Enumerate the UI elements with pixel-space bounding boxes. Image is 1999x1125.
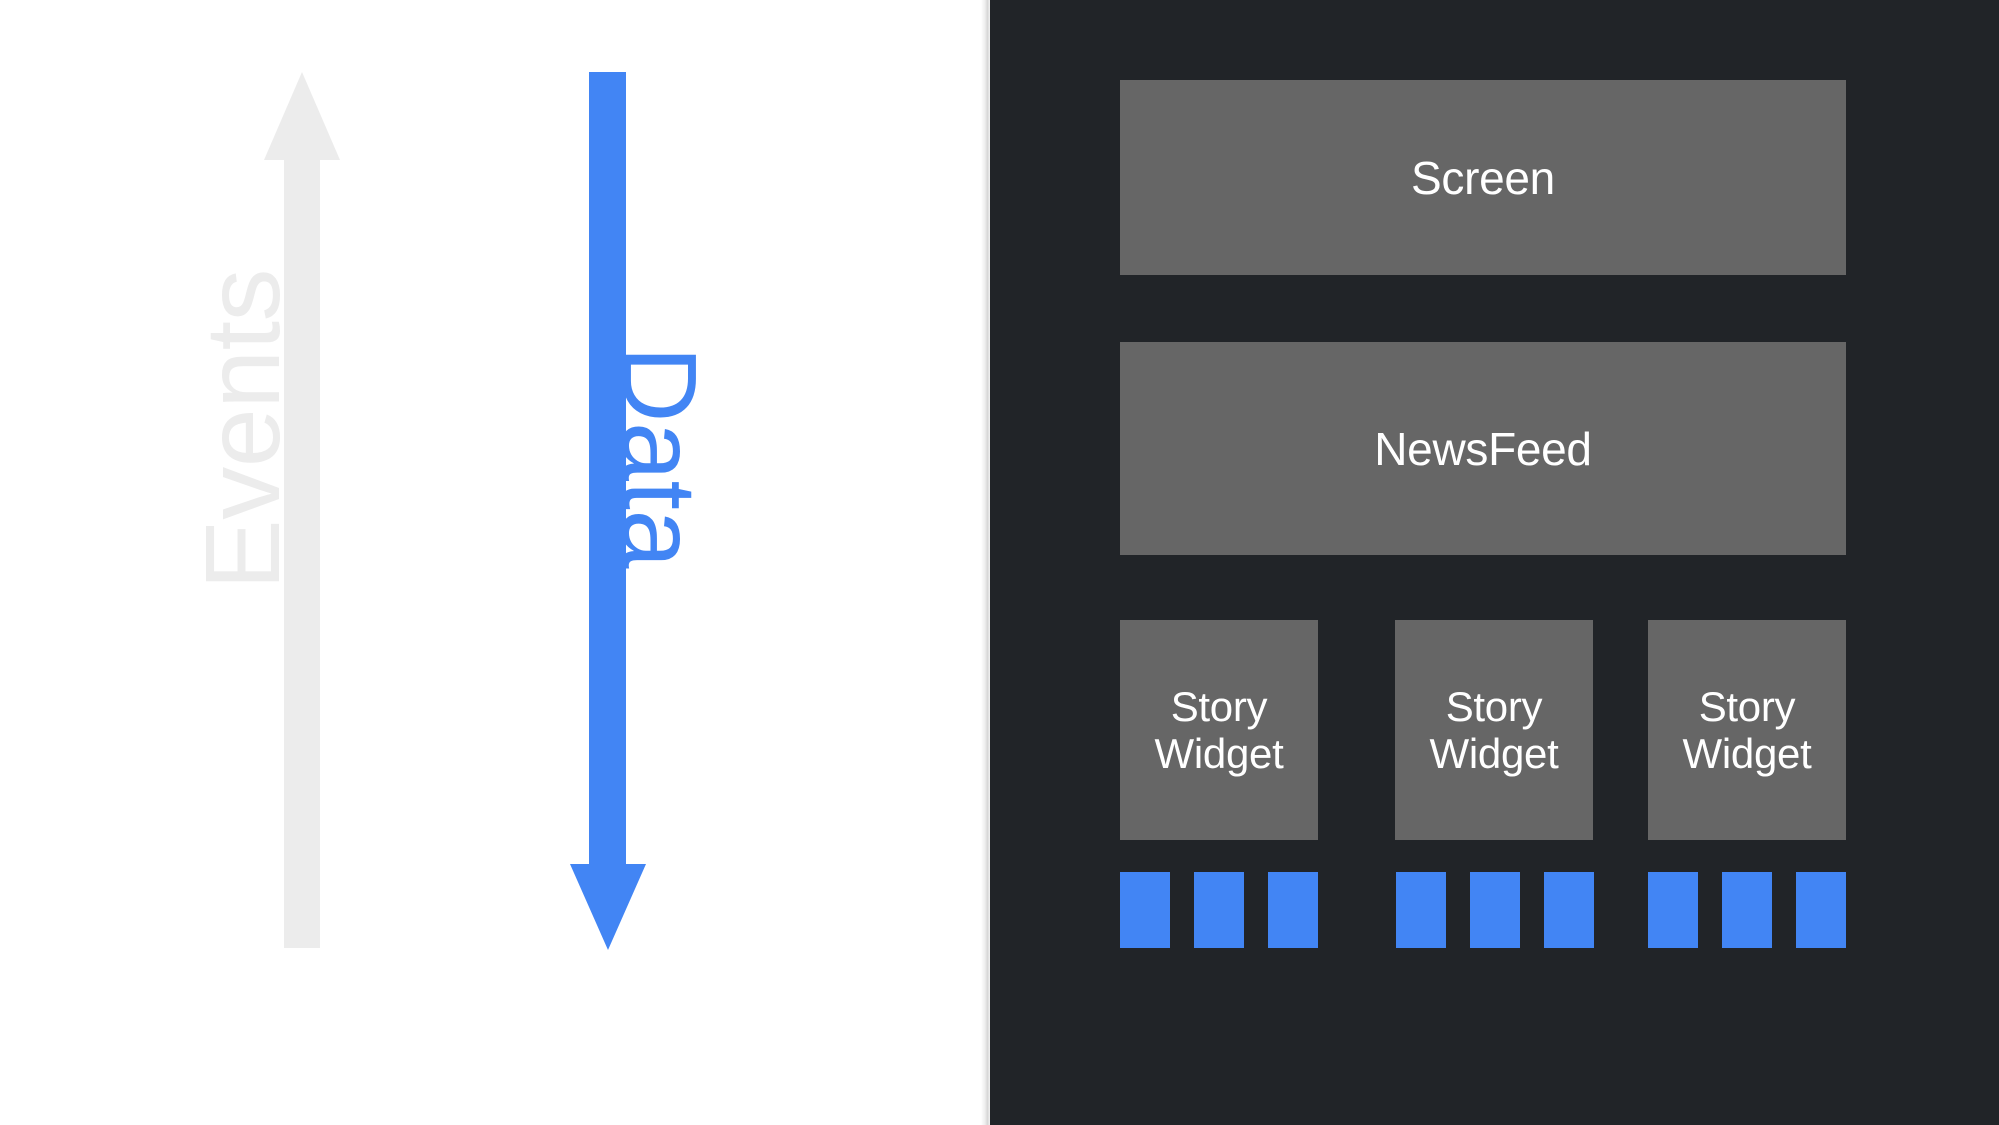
widget-story-2[interactable]: Story Widget xyxy=(1395,620,1593,840)
leaf-node-3-2[interactable] xyxy=(1722,872,1772,948)
leaf-node-1-1[interactable] xyxy=(1120,872,1170,948)
events-flow-label: Events xyxy=(184,268,302,590)
widget-story-3-line1: Story xyxy=(1698,682,1796,730)
leaf-node-2-3[interactable] xyxy=(1544,872,1594,948)
panel-divider xyxy=(981,0,990,1125)
widget-newsfeed-label: NewsFeed xyxy=(1374,422,1592,475)
flow-legend-region: Events Data xyxy=(0,0,990,1125)
widget-story-1[interactable]: Story Widget xyxy=(1120,620,1318,840)
widget-story-2-line1: Story xyxy=(1445,682,1543,730)
widget-story-1-line1: Story xyxy=(1170,682,1268,730)
widget-screen[interactable]: Screen xyxy=(1120,80,1846,275)
data-flow-label: Data xyxy=(600,346,718,568)
widget-story-1-text: Story Widget xyxy=(1155,683,1284,777)
leaf-node-1-3[interactable] xyxy=(1268,872,1318,948)
arrow-down-icon xyxy=(570,72,646,950)
widget-story-3-line2: Widget xyxy=(1682,730,1812,777)
widget-newsfeed[interactable]: NewsFeed xyxy=(1120,342,1846,555)
leaf-node-1-2[interactable] xyxy=(1194,872,1244,948)
widget-story-3-text: Story Widget xyxy=(1683,683,1812,777)
arrow-up-icon xyxy=(264,72,340,948)
widget-story-3[interactable]: Story Widget xyxy=(1648,620,1846,840)
leaf-node-3-3[interactable] xyxy=(1796,872,1846,948)
widget-story-2-text: Story Widget xyxy=(1430,683,1559,777)
leaf-node-3-1[interactable] xyxy=(1648,872,1698,948)
widget-screen-label: Screen xyxy=(1411,151,1555,204)
leaf-node-2-1[interactable] xyxy=(1396,872,1446,948)
widget-story-2-line2: Widget xyxy=(1429,730,1559,777)
leaf-node-2-2[interactable] xyxy=(1470,872,1520,948)
widget-story-1-line2: Widget xyxy=(1154,730,1284,777)
